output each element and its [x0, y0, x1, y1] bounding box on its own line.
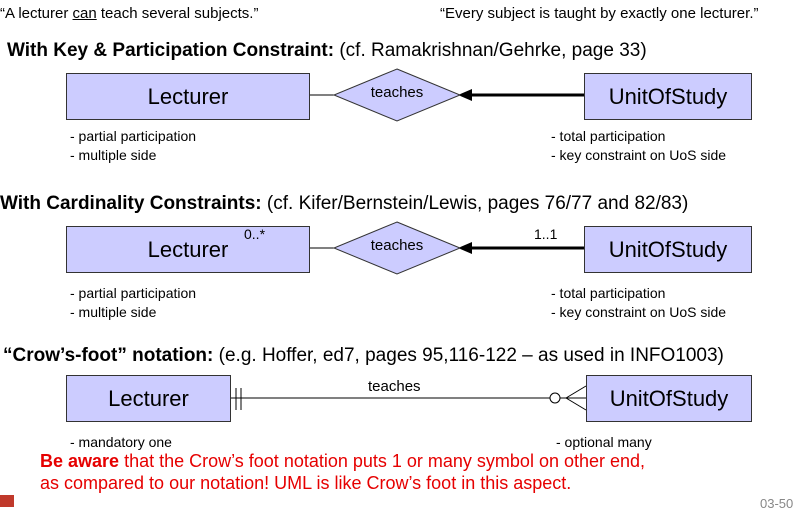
left-quote: “A lecturer can teach several subjects.” [0, 5, 258, 22]
s2-right-cardinality: 1..1 [534, 226, 558, 242]
section-2-title: With Cardinality Constraints: (cf. Kifer… [0, 193, 688, 215]
warning-line-1: Be aware that the Crow’s foot notation p… [40, 450, 645, 472]
section-1-title-bold: With Key & Participation Constraint: [7, 40, 335, 61]
s1-unitofstudy-entity: UnitOfStudy [584, 73, 752, 120]
s1-right-note-2: - key constraint on UoS side [551, 147, 727, 163]
s2-arrowhead [458, 242, 472, 254]
s2-right-notes: - total participation - key constraint on… [551, 284, 726, 322]
left-quote-start: “A lecturer [0, 5, 73, 22]
s1-left-notes: - partial participation - multiple side [70, 127, 196, 165]
s2-lecturer-entity: Lecturer [66, 226, 310, 273]
warning-line-1-rest: that the Crow’s foot notation puts 1 or … [119, 451, 646, 471]
university-logo-icon [0, 495, 14, 507]
s1-left-note-2: - multiple side [70, 147, 157, 163]
s3-left-note-1: - mandatory one [70, 434, 172, 450]
warning-bold: Be aware [40, 451, 120, 471]
s3-optional-circle [549, 392, 561, 404]
s2-lecturer-label: Lecturer [147, 236, 229, 262]
s2-left-note-2: - multiple side [70, 304, 157, 320]
s3-lecturer-label: Lecturer [108, 385, 189, 411]
s2-unitofstudy-entity: UnitOfStudy [584, 226, 752, 273]
s1-unitofstudy-label: UnitOfStudy [608, 83, 728, 109]
section-1-title: With Key & Participation Constraint: (cf… [7, 40, 647, 62]
warning-line-2: as compared to our notation! UML is like… [40, 473, 572, 493]
section-3-title-rest: (e.g. Hoffer, ed7, pages 95,116-122 – as… [213, 345, 724, 366]
s1-left-note-1: - partial participation [70, 128, 197, 144]
left-quote-can: can [72, 5, 97, 22]
section-1-title-rest: (cf. Ramakrishnan/Gehrke, page 33) [334, 40, 647, 61]
s2-relationship-diamond [332, 221, 462, 275]
s3-unitofstudy-entity: UnitOfStudy [586, 375, 752, 422]
s3-unitofstudy-label: UnitOfStudy [609, 385, 729, 411]
s2-left-cardinality: 0..* [244, 226, 266, 242]
s2-unitofstudy-label: UnitOfStudy [608, 236, 728, 262]
left-quote-end: teach several subjects.” [96, 5, 259, 22]
section-3-title-bold: “Crow’s-foot” notation: [3, 345, 214, 366]
s2-relationship-label: teaches [370, 237, 424, 254]
section-2-title-rest: (cf. Kifer/Bernstein/Lewis, pages 76/77 … [261, 193, 689, 214]
s1-lecturer-entity: Lecturer [66, 73, 310, 120]
s3-lecturer-entity: Lecturer [66, 375, 231, 422]
s1-arrowhead [458, 89, 472, 101]
s3-crowfoot-upper [565, 385, 587, 399]
s2-right-note-2: - key constraint on UoS side [551, 304, 727, 320]
s1-relationship-diamond [332, 68, 462, 122]
s3-right-note-1: - optional many [556, 434, 652, 450]
s2-right-note-1: - total participation [551, 285, 666, 301]
s2-left-note-1: - partial participation [70, 285, 197, 301]
s2-left-notes: - partial participation - multiple side [70, 284, 196, 322]
page-number: 03-50 [760, 496, 794, 511]
section-2-title-bold: With Cardinality Constraints: [0, 193, 262, 214]
s1-right-notes: - total participation - key constraint on… [551, 127, 726, 165]
section-3-title: “Crow’s-foot” notation: (e.g. Hoffer, ed… [3, 345, 724, 367]
s3-crowfoot-lower [565, 397, 587, 411]
s3-relationship-label: teaches [368, 378, 421, 395]
s1-relationship-label: teaches [370, 84, 424, 101]
warning-text: Be aware that the Crow’s foot notation p… [40, 450, 645, 494]
right-quote: “Every subject is taught by exactly one … [440, 5, 759, 22]
s1-lecturer-label: Lecturer [147, 83, 229, 109]
s1-right-note-1: - total participation [551, 128, 666, 144]
